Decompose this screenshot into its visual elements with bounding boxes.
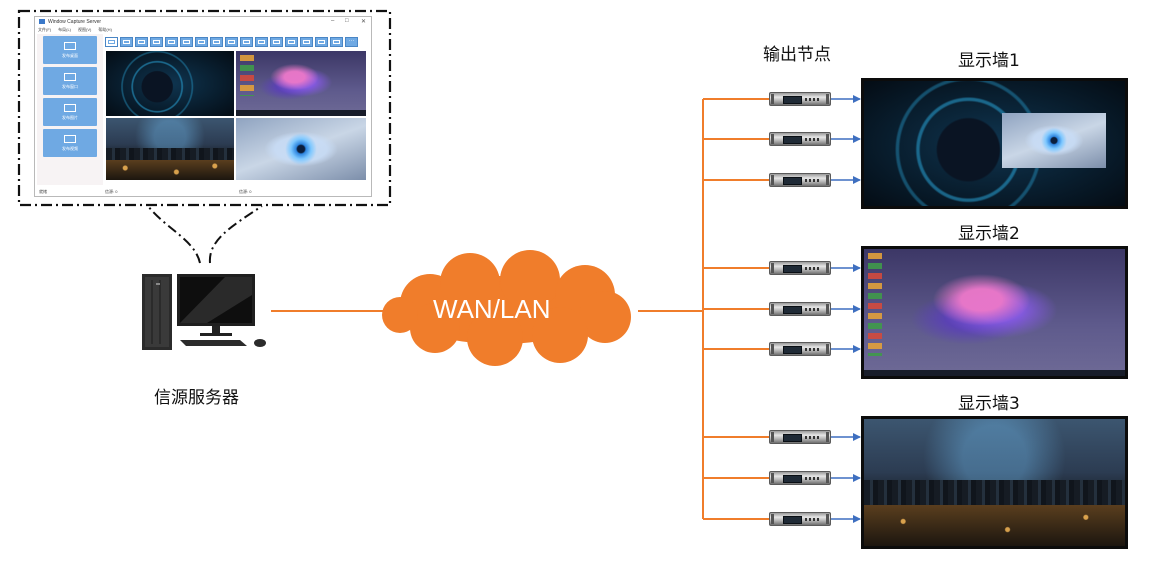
output-node-device-icon: [769, 261, 831, 275]
capture-link-right: [208, 205, 263, 264]
server-tower-icon: [142, 274, 172, 350]
status-source-2: 信源: 0: [239, 189, 252, 194]
publish-window-label: 发布窗口: [62, 83, 78, 89]
display-wall-2: [861, 246, 1128, 379]
source-server-label: 信源服务器: [154, 388, 239, 408]
capture-server-window: Window Capture Server – □ ✕ 文件(F) 布局(L) …: [34, 16, 372, 197]
layout-toolbar: ···: [105, 37, 358, 47]
window-titlebar: Window Capture Server: [35, 17, 371, 26]
desktop-icons: [240, 55, 254, 96]
layout-button[interactable]: [315, 37, 328, 47]
window-menubar: 文件(F) 布局(L) 视图(V) 帮助(H): [38, 27, 112, 33]
wall3-lights: [864, 505, 1125, 546]
cloud-icon: [382, 250, 631, 366]
image-icon: [64, 103, 76, 112]
preview-city[interactable]: [106, 118, 234, 180]
publish-desktop-button[interactable]: 发布桌面: [43, 36, 97, 64]
minimize-icon[interactable]: –: [331, 18, 335, 24]
layout-button[interactable]: [210, 37, 223, 47]
close-icon[interactable]: ✕: [361, 19, 367, 25]
publish-image-button[interactable]: 发布图片: [43, 98, 97, 126]
layout-1-button[interactable]: [105, 37, 118, 47]
output-node-device-icon: [769, 92, 831, 106]
output-node-device-icon: [769, 430, 831, 444]
layout-button[interactable]: [150, 37, 163, 47]
desktop-icon: [64, 41, 76, 50]
output-node-device-icon: [769, 342, 831, 356]
output-node-device-icon: [769, 302, 831, 316]
publish-video-label: 发布视频: [62, 145, 78, 151]
wall3-label: 显示墙3: [958, 394, 1020, 414]
publish-window-button[interactable]: 发布窗口: [43, 67, 97, 95]
layout-button[interactable]: [195, 37, 208, 47]
layout-button[interactable]: [120, 37, 133, 47]
output-nodes-label: 输出节点: [763, 45, 831, 65]
menu-view[interactable]: 视图(V): [78, 27, 92, 32]
preview-eye[interactable]: [236, 118, 366, 180]
wall2-label: 显示墙2: [958, 224, 1020, 244]
window-title: Window Capture Server: [48, 18, 102, 25]
layout-button[interactable]: [240, 37, 253, 47]
city-skyline: [106, 147, 234, 162]
window-sidebar: 发布桌面 发布窗口 发布图片 发布视频: [37, 34, 103, 185]
screen-capture-frame: [17, 9, 392, 207]
wall1-screen: [864, 81, 1125, 206]
network-label: WAN/LAN: [433, 294, 551, 324]
status-source-1: 信源: 0: [105, 189, 118, 194]
output-node-device-icon: [769, 471, 831, 485]
publish-desktop-label: 发布桌面: [62, 52, 78, 58]
app-icon: [39, 19, 45, 24]
publish-image-label: 发布图片: [62, 114, 78, 120]
branch-lines: [703, 98, 770, 520]
layout-button[interactable]: [135, 37, 148, 47]
layout-button[interactable]: [225, 37, 238, 47]
layout-button[interactable]: [180, 37, 193, 47]
output-node-device-icon: [769, 173, 831, 187]
wall2-screen: [864, 249, 1125, 376]
layout-button[interactable]: [165, 37, 178, 47]
wall1-eye-window: [1002, 113, 1106, 168]
display-wall-3: [861, 416, 1128, 549]
more-layouts-button[interactable]: ···: [345, 37, 358, 47]
city-lights: [106, 160, 234, 180]
wall3-skyline: [864, 479, 1125, 508]
menu-help[interactable]: 帮助(H): [98, 27, 112, 32]
layout-button[interactable]: [300, 37, 313, 47]
layout-button[interactable]: [285, 37, 298, 47]
layout-button[interactable]: [255, 37, 268, 47]
monitor-icon: [177, 274, 255, 336]
output-arrows: [830, 95, 861, 523]
menu-file[interactable]: 文件(F): [38, 27, 52, 32]
output-node-device-icon: [769, 512, 831, 526]
maximize-icon[interactable]: □: [345, 18, 349, 24]
window-icon: [64, 72, 76, 81]
preview-desktop[interactable]: [236, 51, 366, 116]
status-ready: 就绪: [39, 189, 47, 194]
layout-button[interactable]: [330, 37, 343, 47]
video-icon: [64, 134, 76, 143]
menu-layout[interactable]: 布局(L): [58, 27, 71, 32]
output-node-device-icon: [769, 132, 831, 146]
display-wall-1: [861, 78, 1128, 209]
publish-video-button[interactable]: 发布视频: [43, 129, 97, 157]
wall2-taskbar: [864, 370, 1125, 376]
mouse-icon: [254, 339, 266, 347]
wall1-label: 显示墙1: [958, 51, 1020, 71]
wall2-desktop-icons: [868, 253, 882, 356]
taskbar: [236, 110, 366, 116]
layout-button[interactable]: [270, 37, 283, 47]
preview-scifi[interactable]: [106, 51, 234, 116]
capture-link-left: [147, 205, 201, 264]
keyboard-icon: [180, 340, 247, 346]
wall3-screen: [864, 419, 1125, 546]
